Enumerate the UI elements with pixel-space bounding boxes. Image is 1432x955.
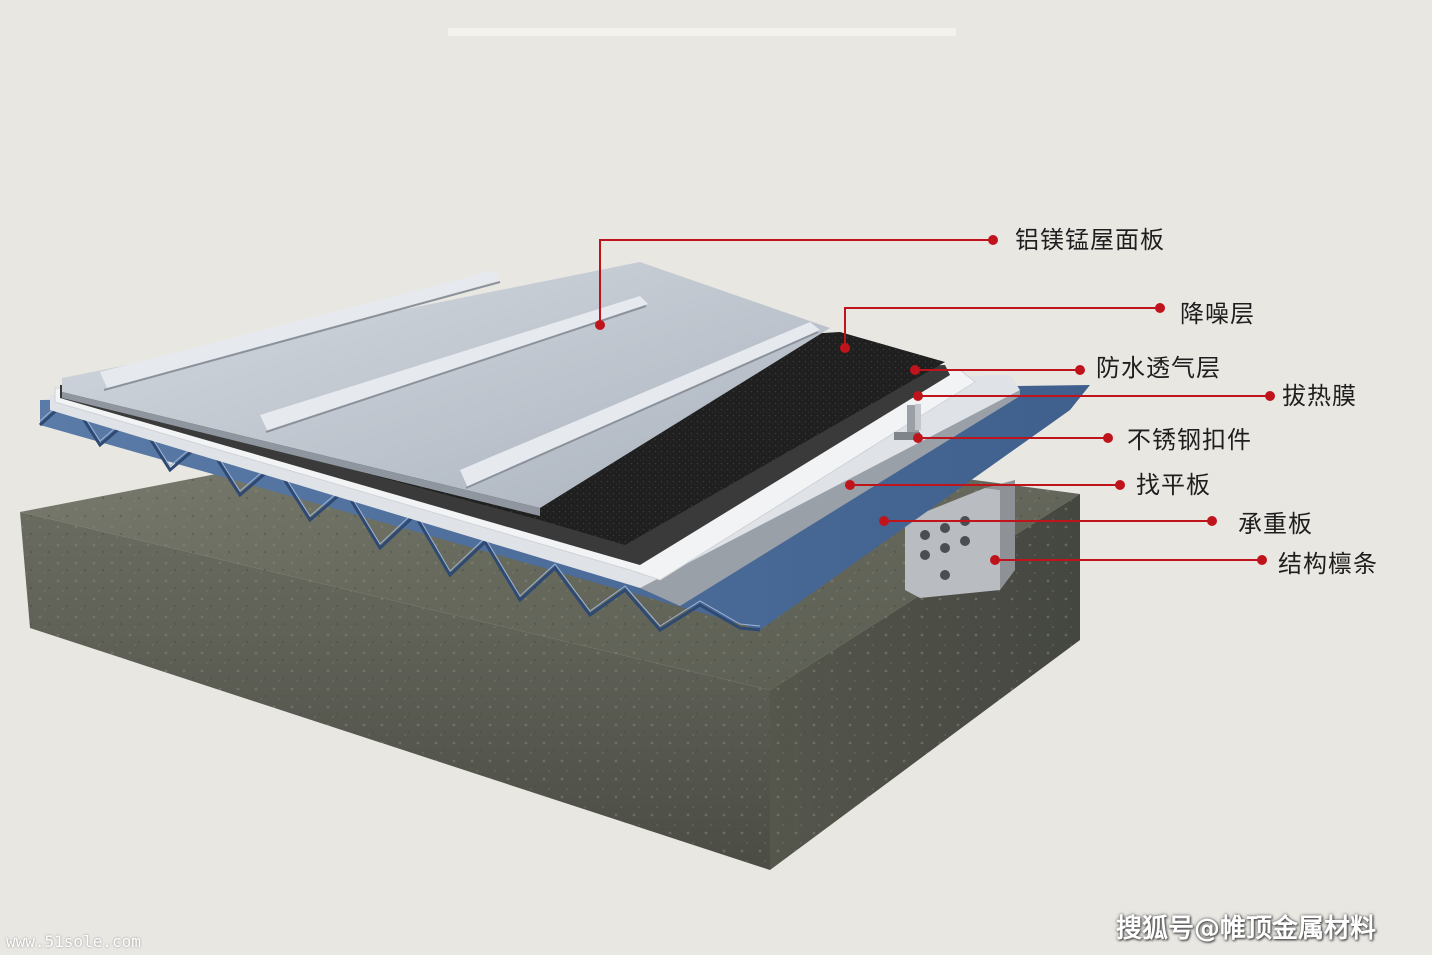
label-clip: 不锈钢扣件	[1127, 426, 1252, 454]
standing-seam-ribs	[100, 270, 820, 489]
leader-noise	[844, 307, 1160, 348]
aluminum-magnesium-manganese-panel	[62, 262, 830, 516]
watermark-right: 搜狐号@帷顶金属材料	[1116, 914, 1377, 944]
label-waterproof: 防水透气层	[1096, 354, 1221, 382]
leader-lines	[599, 239, 1270, 561]
structural-purlin	[905, 480, 1015, 598]
label-noise: 降噪层	[1180, 300, 1255, 328]
leader-dots	[595, 235, 1275, 565]
label-purlin: 结构檩条	[1278, 550, 1378, 578]
leader-panel	[599, 239, 993, 325]
watermark-left: www.51sole.com	[6, 932, 141, 951]
label-bearing: 承重板	[1238, 510, 1313, 538]
label-panel: 铝镁锰屋面板	[1015, 226, 1165, 254]
top-light-strip	[448, 28, 956, 36]
label-leveling: 找平板	[1136, 471, 1211, 499]
stainless-clip	[894, 404, 921, 440]
label-heatfilm: 拔热膜	[1282, 382, 1357, 410]
